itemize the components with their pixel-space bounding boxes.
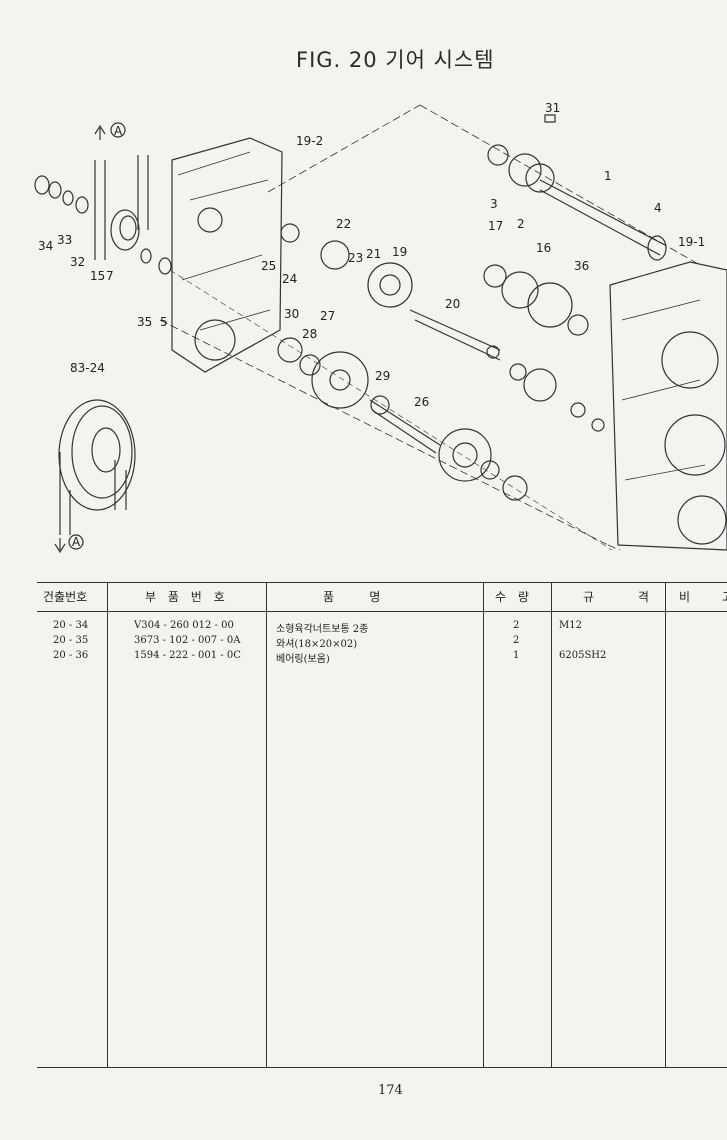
- page-number: 174: [378, 1083, 403, 1098]
- table-row-ref: 20 - 34: [53, 620, 89, 631]
- callout-label: 3: [490, 197, 498, 211]
- table-row-ref: 20 - 36: [53, 650, 89, 661]
- table-row-part-no: 3673 - 102 - 007 - 0A: [134, 635, 241, 646]
- callout-label: 26: [414, 395, 429, 409]
- header-qty: 수 량: [495, 590, 533, 604]
- callout-label: 23: [348, 251, 363, 265]
- parts-table: 건출번호 부 품 번 호 품 명 수 량 규 격 비 고 20 - 34 V30…: [37, 582, 727, 1068]
- callout-label: 20: [445, 297, 460, 311]
- page-title: FIG. 20 기어 시스템: [296, 48, 495, 72]
- callout-label: 24: [282, 272, 297, 286]
- callout-label: 19: [392, 245, 407, 259]
- exploded-gear-diagram: 31 19-2 1 3 2 4 17 19-1 22 16 36 A 34 33…: [34, 101, 727, 554]
- callout-label: 1: [604, 169, 612, 183]
- table-row-qty: 1: [513, 650, 520, 661]
- callout-label: 33: [57, 233, 72, 247]
- callout-label: 19-1: [678, 235, 705, 249]
- callout-label: 31: [545, 101, 560, 115]
- callout-label: 5: [160, 315, 168, 329]
- table-row-name: 와셔(18×20×02): [276, 639, 358, 650]
- header-note: 비 고: [679, 590, 727, 604]
- table-row-ref: 20 - 35: [53, 635, 89, 646]
- callout-label: 30: [284, 307, 299, 321]
- table-row-part-no: V304 - 260 012 - 00: [134, 620, 234, 631]
- callout-label: A: [72, 535, 81, 549]
- table-row-qty: 2: [513, 620, 520, 631]
- callout-label: 25: [261, 259, 276, 273]
- table-row-name: 소형육각너트보통 2종: [276, 624, 369, 635]
- callout-label: 27: [320, 309, 335, 323]
- callout-label: 28: [302, 327, 317, 341]
- callout-label: 29: [375, 369, 390, 383]
- callout-label: 4: [654, 201, 662, 215]
- header-ref-no: 건출번호: [43, 590, 88, 604]
- header-spec: 규 격: [583, 590, 669, 604]
- callout-label: 83-24: [70, 361, 105, 375]
- callout-label: 22: [336, 217, 351, 231]
- callout-label: 16: [536, 241, 551, 255]
- callout-label: 19-2: [296, 134, 323, 148]
- callout-label: 32: [70, 255, 85, 269]
- callout-label: 17: [488, 219, 503, 233]
- header-part-name: 품 명: [323, 590, 385, 604]
- callout-label: 15: [90, 269, 105, 283]
- callout-label: 36: [574, 259, 589, 273]
- table-row-qty: 2: [513, 635, 520, 646]
- table-row-spec: M12: [559, 620, 582, 631]
- table-row-spec: 6205SH2: [559, 650, 607, 661]
- callout-label: 35: [137, 315, 152, 329]
- header-part-no: 부 품 번 호: [145, 590, 229, 604]
- table-row-part-no: 1594 - 222 - 001 - 0C: [134, 650, 241, 661]
- callout-label: 34: [38, 239, 53, 253]
- callout-label: 2: [517, 217, 525, 231]
- callout-label: 7: [106, 269, 114, 283]
- callout-label: A: [114, 124, 123, 138]
- callout-label: 21: [366, 247, 381, 261]
- table-row-name: 베어링(보옴): [276, 654, 330, 665]
